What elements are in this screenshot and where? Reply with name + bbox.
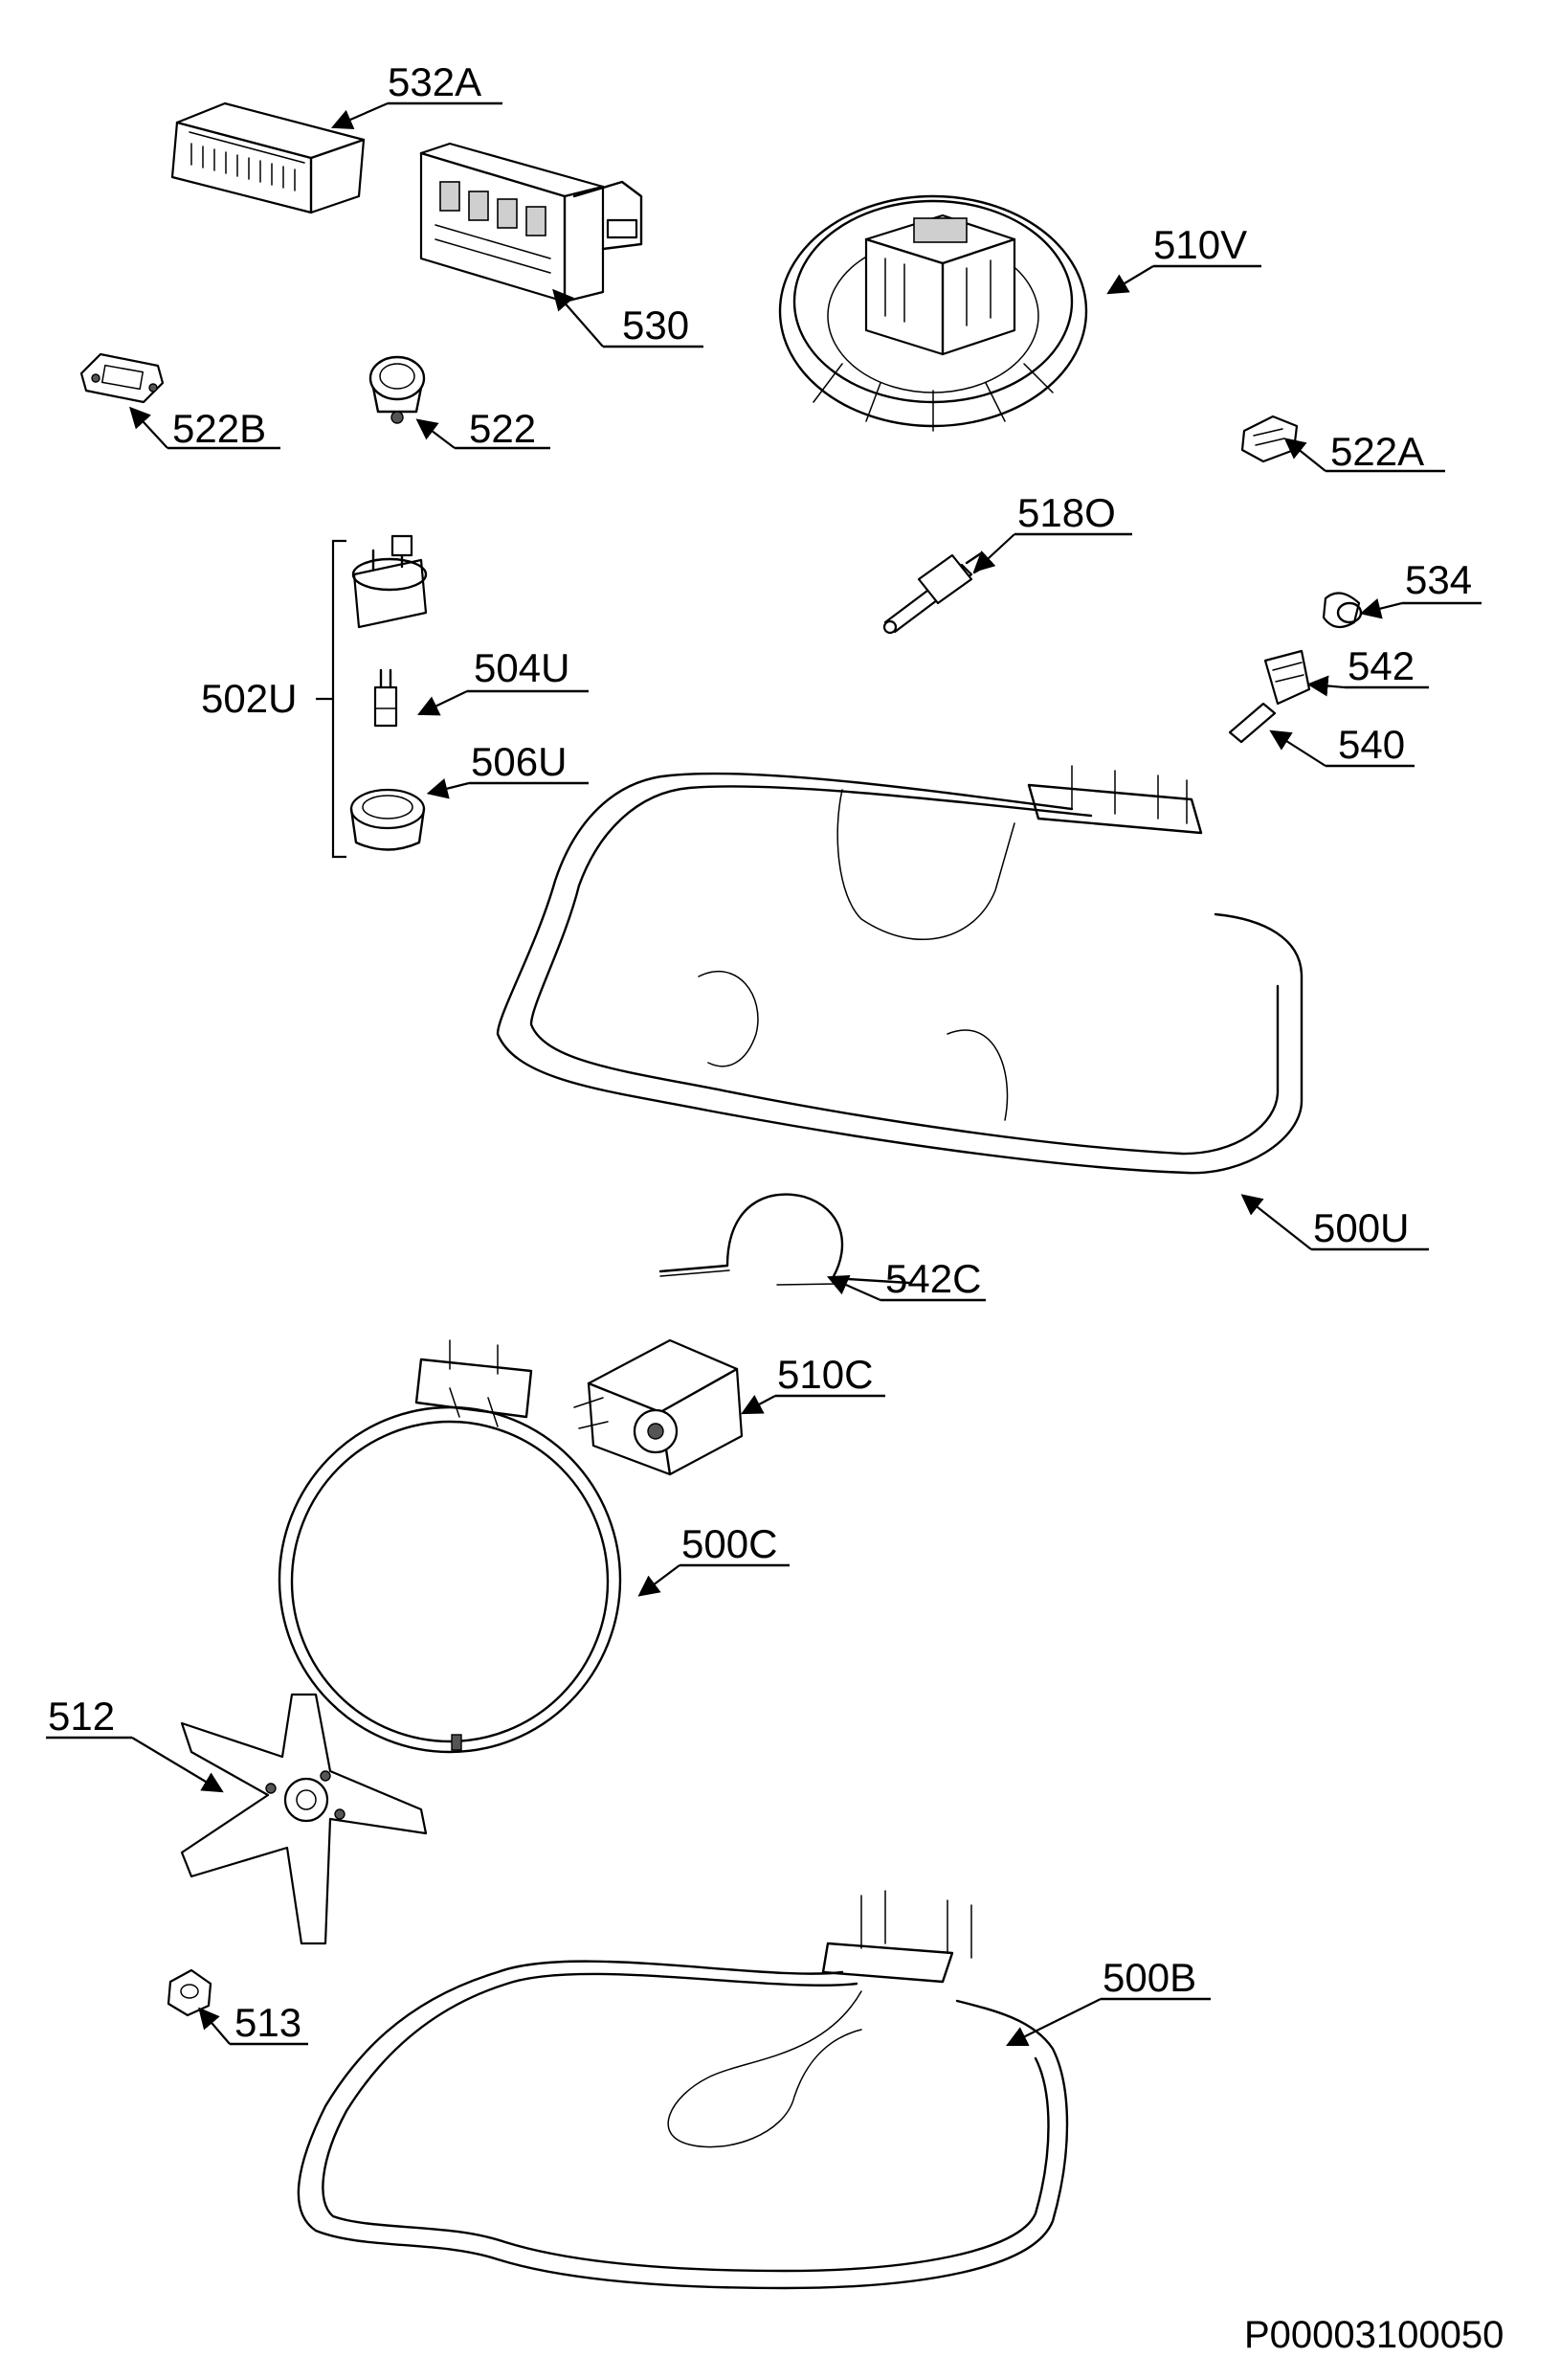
svg-text:542C: 542C xyxy=(885,1256,981,1301)
part-504u-indicator xyxy=(373,668,398,728)
part-500u-grill-element xyxy=(496,765,1304,1175)
label-530: 530 xyxy=(603,303,703,348)
label-500c: 500C xyxy=(680,1521,790,1567)
svg-text:510V: 510V xyxy=(1153,222,1247,267)
label-513: 513 xyxy=(230,2000,308,2046)
label-502u: 502U xyxy=(201,676,297,721)
svg-text:510C: 510C xyxy=(777,1352,873,1397)
label-518o: 518O xyxy=(1014,490,1132,536)
label-510v: 510V xyxy=(1153,222,1261,268)
svg-text:513: 513 xyxy=(234,2000,301,2045)
part-506u-knob xyxy=(349,788,426,851)
svg-text:532A: 532A xyxy=(388,59,481,104)
label-534: 534 xyxy=(1402,557,1482,605)
label-540: 540 xyxy=(1326,722,1415,768)
part-510v-fan-motor xyxy=(778,194,1088,432)
label-542c: 542C xyxy=(880,1256,986,1302)
svg-text:500B: 500B xyxy=(1103,1955,1196,2000)
part-513-nut xyxy=(167,1968,212,2017)
svg-text:540: 540 xyxy=(1338,722,1405,767)
svg-text:534: 534 xyxy=(1405,557,1472,602)
part-500b-bottom-element xyxy=(297,1890,1069,2290)
label-532a: 532A xyxy=(388,59,502,105)
label-522b: 522B xyxy=(167,406,280,451)
label-504u: 504U xyxy=(467,645,589,693)
part-542c-clip xyxy=(658,1193,911,1286)
svg-text:512: 512 xyxy=(48,1694,115,1739)
label-512: 512 xyxy=(46,1694,132,1740)
svg-text:522B: 522B xyxy=(172,406,266,451)
label-510c: 510C xyxy=(775,1352,885,1398)
svg-text:530: 530 xyxy=(622,303,689,348)
leader-lines xyxy=(129,101,1403,2047)
part-510c-fan-motor xyxy=(573,1338,744,1476)
part-522-clip xyxy=(368,355,426,424)
part-522b-bracket xyxy=(79,352,165,404)
part-502u-switch xyxy=(351,534,428,629)
part-534-lamp xyxy=(1322,592,1363,629)
label-542: 542 xyxy=(1345,643,1429,689)
svg-text:502U: 502U xyxy=(201,676,297,721)
label-522a: 522A xyxy=(1326,429,1445,474)
svg-text:518O: 518O xyxy=(1017,490,1116,535)
label-522: 522 xyxy=(455,406,550,451)
svg-text:504U: 504U xyxy=(474,645,569,690)
svg-text:500C: 500C xyxy=(681,1521,777,1566)
svg-text:522A: 522A xyxy=(1330,429,1424,474)
svg-text:522: 522 xyxy=(469,406,536,451)
part-532a-connector-strip xyxy=(170,101,366,214)
part-512-fan-blade xyxy=(180,1693,428,1945)
document-code: P00003100050 xyxy=(1244,2314,1504,2356)
svg-text:506U: 506U xyxy=(471,739,567,784)
part-500c-circular-element xyxy=(278,1339,622,1754)
label-500b: 500B xyxy=(1101,1955,1211,2001)
part-518o-sensor xyxy=(882,551,990,635)
part-540-seal xyxy=(1228,702,1277,744)
part-502u-group-bracket xyxy=(316,539,346,859)
label-500u: 500U xyxy=(1311,1205,1429,1251)
part-522a-bracket xyxy=(1240,415,1299,463)
svg-text:500U: 500U xyxy=(1313,1205,1409,1250)
part-530-terminal-block xyxy=(419,142,643,303)
label-506u: 506U xyxy=(469,739,589,785)
svg-text:542: 542 xyxy=(1348,643,1415,688)
part-542-lamp-glass xyxy=(1263,649,1311,706)
